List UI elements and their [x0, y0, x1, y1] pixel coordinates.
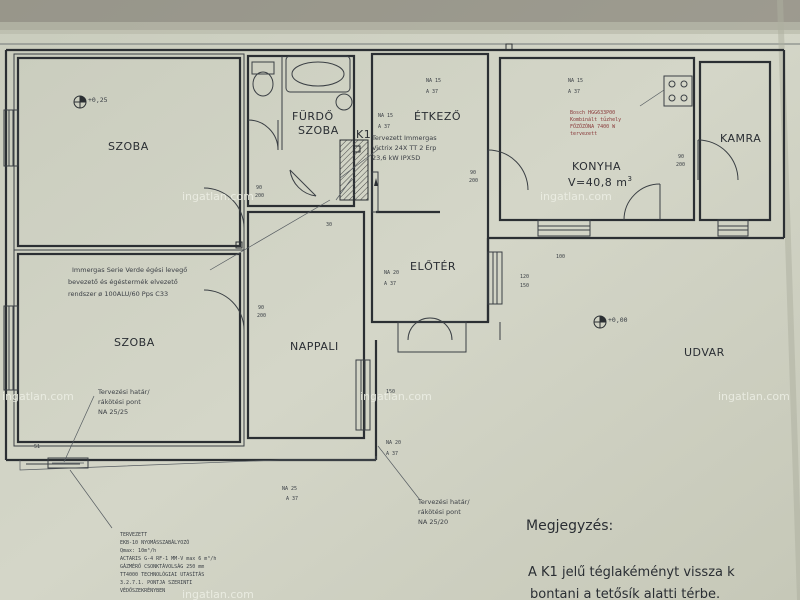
- watermark-2: ingatlan.com: [540, 190, 612, 203]
- note-stove: Bosch HGG633P00 Kombinált tűzhely FŐZŐZÓ…: [570, 110, 621, 137]
- note-boundary-left: Tervezési határ/ rákötési pont NA 25/25: [97, 388, 150, 416]
- room-kamra: KAMRA: [720, 132, 761, 145]
- note-stove-2: Kombinált tűzhely: [570, 116, 621, 123]
- room-furdo-line1: FÜRDŐ: [292, 109, 334, 123]
- room-konyha-volume: V=40,8 m3: [568, 175, 632, 189]
- tag-na15-etkezo: NA 15: [426, 78, 441, 84]
- note-regulator-8: VÉDŐSZEKRÉNYBEN: [120, 586, 165, 594]
- watermark-5: ingatlan.com: [718, 390, 790, 403]
- room-etkezo: ÉTKEZŐ: [414, 109, 461, 123]
- note-regulator-6: TT4000 TECHNOLÓGIAI UTASÍTÁS: [120, 570, 204, 578]
- note-regulator-7: 3.2.7.1. PONTJA SZERINTI: [120, 580, 192, 586]
- room-szoba-2: SZOBA: [114, 336, 155, 349]
- note-stove-1: Bosch HGG633P00: [570, 110, 615, 116]
- watermarks: ingatlan.com ingatlan.com ingatlan.com i…: [2, 190, 790, 600]
- dim-120: 120: [520, 274, 529, 280]
- note-regulator-1: TERVEZETT: [120, 532, 147, 538]
- konyha-volume-value: V=40,8 m: [568, 176, 627, 189]
- note-boundary-left-3: NA 25/25: [98, 408, 128, 416]
- dim-90-d: 90: [678, 154, 684, 160]
- watermark-1: ingatlan.com: [182, 190, 254, 203]
- note-boundary-mid: Tervezési határ/ rákötési pont NA 25/20: [417, 498, 470, 526]
- remark-line-2: bontani a tetősík alatti térbe.: [530, 587, 720, 600]
- note-boundary-left-2: rákötési pont: [98, 398, 141, 406]
- note-boundary-left-1: Tervezési határ/: [97, 388, 150, 396]
- note-boundary-mid-3: NA 25/20: [418, 518, 448, 526]
- dim-150: 150: [520, 283, 529, 289]
- dim-30: 30: [326, 222, 332, 228]
- note-stove-3: FŐZŐZÓNA 7400 W: [570, 123, 616, 130]
- konyha-volume-sup: 3: [627, 175, 632, 183]
- tag-na20-eloter: NA 20: [384, 270, 399, 276]
- note-regulator-5: GÁZMÉRŐ CSONKTÁVOLSÁG 250 mm: [120, 562, 204, 570]
- area-udvar: UDVAR: [684, 346, 725, 359]
- watermark-6: ingatlan.com: [182, 588, 254, 600]
- walls: [3, 43, 786, 529]
- tag-a37-gas: A 37: [386, 451, 398, 457]
- level-top: +0,25: [88, 96, 108, 104]
- remark-line-1: A K1 jelű téglakéményt vissza k: [528, 565, 735, 580]
- dim-100: 100: [556, 254, 565, 260]
- chimney-k1-label: K1: [356, 128, 371, 141]
- watermark-4: ingatlan.com: [360, 390, 432, 403]
- note-boiler-1: Tervezett Immergas: [371, 134, 437, 142]
- room-szoba-1: SZOBA: [108, 140, 149, 153]
- note-regulator-3: Qmax: 10m³/h: [120, 548, 156, 554]
- dim-51: 51: [34, 444, 40, 450]
- tag-na20-gas: NA 20: [386, 440, 401, 446]
- dim-200-d: 200: [676, 162, 685, 168]
- dim-150-b: 150: [386, 389, 395, 395]
- remark-title: Megjegyzés:: [526, 518, 613, 534]
- tag-na15-boiler: NA 15: [378, 113, 393, 119]
- note-boiler: Tervezett Immergas Victrix 24X TT 2 Erp …: [371, 134, 437, 162]
- watermark-3: ingatlan.com: [2, 390, 74, 403]
- note-regulator-4: ACTARIS G-4 RF-1 MM-V max 6 m³/h: [120, 556, 216, 562]
- note-flue-3: rendszer ø 100ALU/60 Pps C33: [68, 290, 168, 298]
- note-boiler-2: Victrix 24X TT 2 Erp: [372, 144, 436, 152]
- level-courtyard: +0,00: [608, 316, 628, 324]
- note-boiler-3: 23,6 kW IPX5D: [372, 154, 420, 162]
- note-stove-4: tervezett: [570, 131, 597, 137]
- note-boundary-mid-2: rákötési pont: [418, 508, 461, 516]
- room-konyha: KONYHA: [572, 160, 621, 173]
- tag-a37-bottom: A 37: [286, 496, 298, 502]
- room-nappali: NAPPALI: [290, 340, 339, 353]
- dim-90-a: 90: [256, 185, 262, 191]
- tag-a37-konyha: A 37: [568, 89, 580, 95]
- note-flue: Immergas Serie Verde égési levegő beveze…: [68, 265, 187, 298]
- tag-na25: NA 25: [282, 486, 297, 492]
- dim-200-b: 200: [257, 313, 266, 319]
- dim-200-c: 200: [469, 178, 478, 184]
- note-regulator-2: EKB-10 NYOMÁSSZABÁLYOZÓ: [120, 539, 189, 546]
- dim-200-a: 200: [255, 193, 264, 199]
- room-eloter: ELŐTÉR: [410, 259, 456, 273]
- note-flue-1: Immergas Serie Verde égési levegő: [72, 265, 187, 274]
- tag-a37-eloter: A 37: [384, 281, 396, 287]
- dim-90-b: 90: [258, 305, 264, 311]
- tag-a37-boiler: A 37: [378, 124, 390, 130]
- room-furdo-line2: SZOBA: [298, 124, 339, 137]
- note-regulator: TERVEZETT EKB-10 NYOMÁSSZABÁLYOZÓ Qmax: …: [120, 532, 216, 594]
- tag-a37-etkezo: A 37: [426, 89, 438, 95]
- dim-90-c: 90: [470, 170, 476, 176]
- tag-na15-konyha: NA 15: [568, 78, 583, 84]
- note-boundary-mid-1: Tervezési határ/: [417, 498, 470, 506]
- note-flue-2: bevezető és égéstermék elvezető: [68, 277, 178, 286]
- dimension-tags: NA 15 A 37 NA 15 A 37 NA 15 A 37 NA 20 A…: [34, 78, 685, 502]
